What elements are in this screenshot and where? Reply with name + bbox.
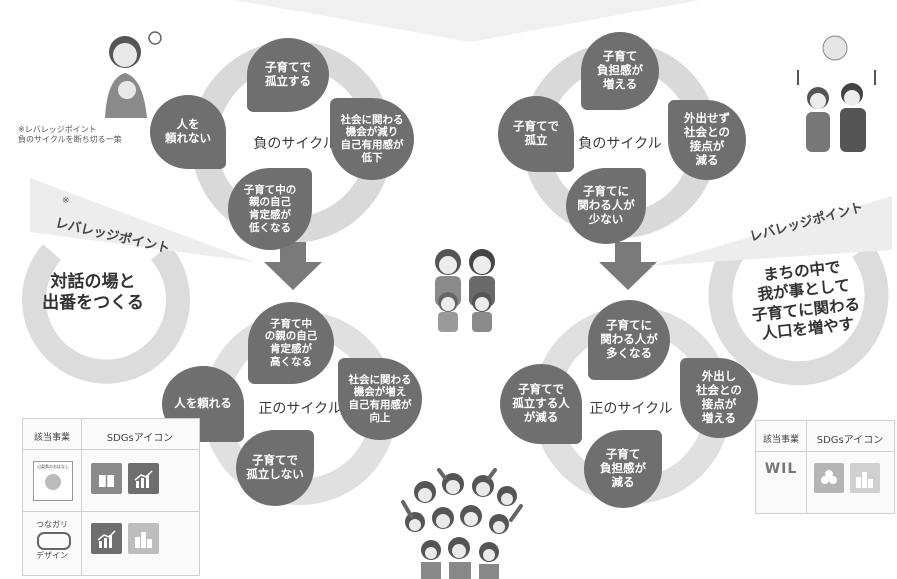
left-pos-bubble-selfesteem: 子育て中 の親の自己 肯定感が 高くなる <box>248 302 334 384</box>
left-table-row2-project-top: つなガリ <box>36 520 68 529</box>
left-table-col1-header: 該当事業 <box>33 433 70 443</box>
right-neg-item-4: 子育てで 孤立 <box>513 119 559 147</box>
book-icon <box>45 474 61 490</box>
sdg11-icon <box>128 523 159 554</box>
right-table-col2-header: SDGsアイコン <box>816 435 884 446</box>
left-neg-bubble-isolated: 子育てで 孤立する <box>247 38 329 112</box>
sdg4-icon <box>91 463 122 494</box>
left-neg-item-4: 人を 頼れない <box>165 117 211 145</box>
right-neg-bubble-fewpeople: 子育てに 関わる人が 少ない <box>566 168 646 244</box>
left-project-table: 該当事業 SDGsアイコン 山梨県のおはなし つなガリ デザイン <box>22 418 200 576</box>
right-pos-item-2: 外出し 社会との 接点が 増える <box>696 369 742 425</box>
right-neg-item-1: 子育て 負担感が 増える <box>597 49 643 91</box>
left-negative-cycle-label: 負のサイクル <box>253 136 337 152</box>
left-neg-bubble-rely: 人を 頼れない <box>150 95 226 169</box>
right-down-arrow <box>599 242 657 290</box>
right-pos-item-3: 子育て 負担感が 減る <box>600 447 646 489</box>
right-negative-cycle-label: 負のサイクル <box>578 136 662 152</box>
left-positive-cycle-label: 正のサイクル <box>258 401 342 417</box>
sdg8-icon-row2 <box>91 523 122 554</box>
left-pos-item-4: 人を頼れる <box>174 396 232 411</box>
right-leverage-ring <box>708 243 889 386</box>
right-pos-item-1: 子育てに 関わる人が 多くなる <box>600 318 658 360</box>
left-table-col2-header: SDGsアイコン <box>106 433 174 444</box>
right-pos-bubble-outing: 外出し 社会との 接点が 増える <box>680 358 758 438</box>
right-leverage-action: まちの中で 我が事として 子育てに関わる 人口を増やす <box>751 258 861 343</box>
left-leverage-prefix: ※ <box>62 196 70 206</box>
right-neg-item-2: 外出せず 社会との 接点が 減る <box>684 111 730 167</box>
left-neg-item-3: 子育て中の 親の自己 肯定感が 低くなる <box>243 183 297 234</box>
right-table-wil-logo: WIL <box>764 461 798 477</box>
right-neg-bubble-isolated: 子育てで 孤立 <box>498 96 574 172</box>
left-pos-item-2: 社会に関わる 機会が増え 自己有用感が 向上 <box>348 373 412 424</box>
left-table-row1-project: 山梨県のおはなし <box>37 464 69 469</box>
family-center-illustration <box>435 249 495 332</box>
left-neg-bubble-society: 社会に関わる 機会が減り 自己有用感が 低下 <box>330 98 414 180</box>
left-pos-bubble-rely: 人を頼れる <box>162 366 244 442</box>
left-down-arrow <box>264 242 322 290</box>
left-table-row2-project-bottom: デザイン <box>36 551 68 560</box>
left-pos-bubble-notisolated: 子育てで 孤立しない <box>236 430 314 506</box>
right-pos-bubble-morepeople: 子育てに 関わる人が 多くなる <box>588 300 670 380</box>
left-neg-bubble-selfesteem: 子育て中の 親の自己 肯定感が 低くなる <box>228 168 312 250</box>
left-neg-item-1: 子育てで 孤立する <box>265 60 311 88</box>
sdg11-icon-right <box>850 463 880 493</box>
parents-worried-illustration <box>797 35 876 152</box>
right-table-col1-header: 該当事業 <box>762 435 799 445</box>
tsunagari-logo-icon <box>37 532 71 550</box>
sdg3-icon <box>814 463 844 493</box>
right-pos-bubble-isolated: 子育てで 孤立する人 が減る <box>500 364 582 444</box>
right-pos-bubble-burden: 子育て 負担感が 減る <box>584 430 662 508</box>
left-leverage-ring <box>22 244 190 384</box>
left-leverage-action: 対話の場と 出番をつくる <box>42 272 144 314</box>
right-neg-item-3: 子育てに 関わる人が 少ない <box>577 184 635 226</box>
left-pos-bubble-society: 社会に関わる 機会が増え 自己有用感が 向上 <box>338 358 422 440</box>
left-leverage-wedge <box>30 178 255 262</box>
stressed-parent-illustration <box>105 31 162 118</box>
left-pos-item-3: 子育てで 孤立しない <box>246 453 304 481</box>
right-project-table: 該当事業 SDGsアイコン WIL <box>755 420 895 514</box>
right-neg-bubble-outing: 外出せず 社会との 接点が 減る <box>668 100 746 180</box>
left-pos-item-1: 子育て中 の親の自己 肯定感が 高くなる <box>264 317 318 368</box>
right-positive-cycle-label: 正のサイクル <box>589 401 673 417</box>
right-pos-item-4: 子育てで 孤立する人 が減る <box>512 382 570 424</box>
left-table-row1-logo: 山梨県のおはなし <box>33 461 73 501</box>
left-note: ※レバレッジポイント 負のサイクルを断ち切る一策 <box>18 125 122 145</box>
sdg8-icon <box>128 463 159 494</box>
left-neg-item-2: 社会に関わる 機会が減り 自己有用感が 低下 <box>340 113 404 164</box>
right-leverage-wedge <box>650 196 892 266</box>
right-neg-bubble-burden: 子育て 負担感が 増える <box>581 32 659 110</box>
crowd-cheering-illustration <box>401 468 523 579</box>
